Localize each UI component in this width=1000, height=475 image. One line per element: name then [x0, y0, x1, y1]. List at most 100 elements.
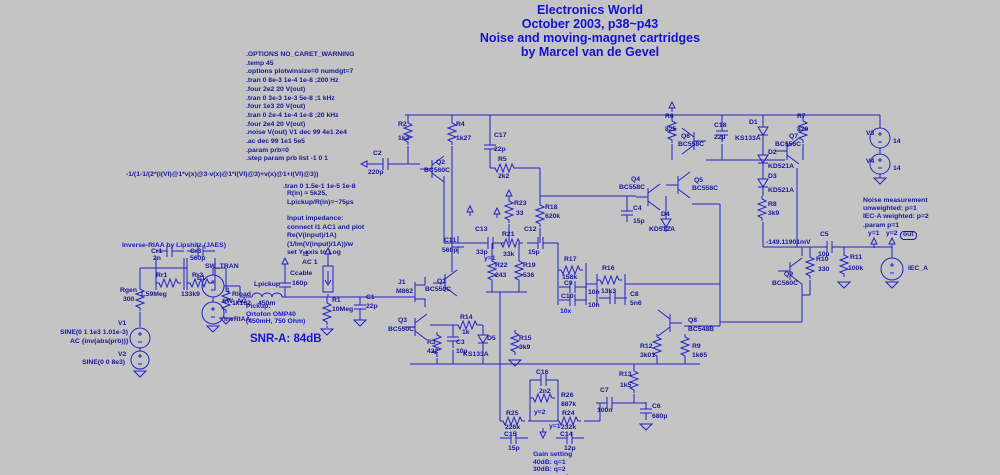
part-D5[interactable] — [477, 332, 489, 348]
gnd-symbol[interactable] — [638, 423, 654, 431]
part-R10[interactable] — [804, 254, 816, 279]
part-R3[interactable] — [431, 332, 443, 357]
part-Ccable[interactable] — [279, 276, 291, 294]
part-R12[interactable] — [651, 334, 663, 359]
part-R6[interactable] — [666, 118, 678, 143]
part-Q5[interactable] — [666, 171, 691, 199]
part-Cr1[interactable] — [156, 245, 184, 257]
part-V3[interactable] — [869, 127, 891, 149]
part-R8[interactable] — [756, 196, 768, 221]
part-Rr3[interactable] — [187, 277, 212, 289]
part-R13[interactable] — [628, 368, 640, 393]
part-R16[interactable] — [597, 274, 622, 286]
fup-symbol[interactable] — [870, 236, 878, 248]
part-R14[interactable] — [455, 319, 480, 331]
part-R4[interactable] — [446, 120, 458, 145]
note-pickup: Pickup:Ortofon OMP40(450mH, 750 Ohm) — [246, 303, 305, 326]
part-R17[interactable] — [558, 264, 583, 276]
part-Q2[interactable] — [420, 155, 445, 183]
gnd-symbol[interactable] — [319, 328, 335, 336]
part-Rgen[interactable] — [134, 286, 146, 311]
part-C4[interactable] — [621, 204, 633, 222]
part-C3[interactable] — [447, 330, 459, 348]
gnd-symbol[interactable] — [836, 281, 852, 289]
part-R22[interactable] — [486, 258, 498, 283]
part-C7[interactable] — [596, 397, 624, 409]
part-R1[interactable] — [321, 300, 333, 325]
part-Q9[interactable] — [778, 257, 803, 285]
part-Q7[interactable] — [775, 137, 800, 165]
text-line: Ortofon OMP40 — [246, 310, 296, 318]
gnd-symbol[interactable] — [132, 370, 148, 378]
part-R19[interactable] — [513, 258, 525, 283]
part-C9[interactable] — [559, 281, 587, 293]
part-Q1[interactable] — [433, 269, 458, 297]
part-J1[interactable] — [405, 277, 426, 307]
part-C16[interactable] — [530, 374, 558, 386]
part-R2[interactable] — [402, 120, 414, 145]
part-Q3[interactable] — [403, 313, 428, 341]
part-V2[interactable] — [130, 350, 150, 370]
gnd-symbol[interactable] — [218, 317, 234, 325]
part-Rr1[interactable] — [156, 277, 181, 289]
part-D2[interactable] — [757, 152, 769, 168]
schematic-label: R1 — [332, 297, 341, 304]
part-R15[interactable] — [509, 330, 521, 355]
part-C10[interactable] — [559, 294, 587, 306]
part-I1[interactable] — [322, 265, 334, 293]
part-C6[interactable] — [640, 402, 652, 420]
part-IEC_A[interactable] — [880, 257, 904, 281]
part-Lpickup[interactable] — [251, 292, 283, 298]
part-Rload[interactable] — [220, 288, 232, 313]
part-C18[interactable] — [716, 124, 728, 142]
fup-symbol[interactable] — [888, 236, 896, 248]
part-Cr3[interactable] — [187, 245, 215, 257]
part-C17[interactable] — [484, 138, 496, 156]
part-C15[interactable] — [500, 432, 528, 444]
schematic-label: SINE(0 0 8e3) — [82, 359, 126, 366]
part-Q4[interactable] — [636, 183, 661, 211]
fup-symbol[interactable] — [466, 204, 474, 216]
part-C1[interactable] — [354, 298, 366, 316]
part-V4[interactable] — [869, 153, 891, 175]
part-D1[interactable] — [757, 124, 769, 140]
part-R7[interactable] — [797, 118, 809, 143]
part-R26[interactable] — [530, 392, 555, 404]
part-C2[interactable] — [372, 158, 400, 170]
fup-symbol[interactable] — [505, 188, 513, 200]
part-R11[interactable] — [838, 252, 850, 277]
fdn-symbol[interactable] — [539, 428, 547, 440]
gnd-symbol[interactable] — [872, 177, 888, 185]
part-R5[interactable] — [492, 162, 517, 174]
part-Q8[interactable] — [657, 309, 682, 337]
part-R23[interactable] — [503, 198, 515, 223]
part-C5[interactable] — [816, 241, 844, 253]
flt-symbol[interactable] — [359, 160, 372, 168]
part-C13[interactable] — [477, 237, 505, 249]
part-C12[interactable] — [527, 237, 555, 249]
part-C8[interactable] — [599, 292, 627, 304]
part-C14[interactable] — [556, 432, 584, 444]
part-D4[interactable] — [660, 216, 672, 232]
part-R21[interactable] — [498, 237, 523, 249]
gnd-symbol[interactable] — [884, 281, 900, 289]
part-R25[interactable] — [500, 415, 525, 427]
fup-symbol[interactable] — [281, 256, 289, 268]
part-V1[interactable] — [129, 327, 151, 349]
gnd-symbol[interactable] — [352, 319, 368, 327]
part-R18[interactable] — [534, 202, 546, 227]
fup-symbol[interactable] — [668, 100, 676, 112]
part-D3[interactable] — [757, 176, 769, 192]
gnd-symbol[interactable] — [507, 359, 523, 367]
part-InvRIAA[interactable] — [201, 301, 225, 325]
gnd-symbol[interactable] — [205, 325, 221, 333]
spice-directives[interactable]: .OPTIONS NO_CARET_WARNING.temp 45.option… — [246, 51, 354, 164]
part-C11[interactable] — [452, 236, 464, 254]
part-R9[interactable] — [679, 334, 691, 359]
part-Q6[interactable] — [681, 127, 706, 155]
fup-symbol[interactable] — [324, 246, 332, 258]
fup-symbol[interactable] — [493, 206, 501, 218]
part-R24[interactable] — [556, 415, 581, 427]
part-E1[interactable] — [201, 274, 225, 298]
